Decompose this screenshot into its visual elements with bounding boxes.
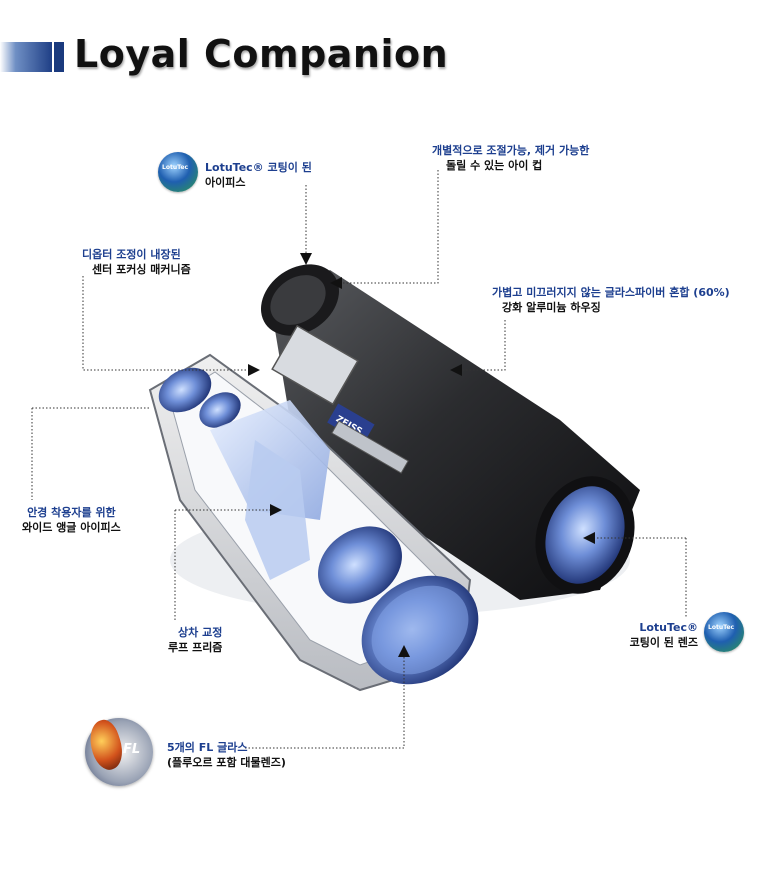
- fl-butterfly-icon: FL: [84, 716, 153, 786]
- lotutec-badge-icon: LotuTec: [704, 612, 744, 652]
- callout-fl-glass: 5개의 FL 글라스 (플루오르 포함 대물렌즈): [167, 740, 286, 770]
- callout-prism-desc: 루프 프리즘: [168, 641, 223, 654]
- callout-housing-desc: 강화 알루미늄 하우징: [502, 301, 601, 314]
- callout-housing-title: 가볍고 미끄러지지 않는 글라스파이버 혼합 (60%): [492, 286, 730, 299]
- callout-fl-desc: (플루오르 포함 대물렌즈): [167, 756, 286, 769]
- callout-eyepiece: LotuTec® 코팅이 된 아이피스: [205, 160, 312, 190]
- callout-fl-title: 5개의 FL 글라스: [167, 741, 248, 754]
- callout-eyecup: 개별적으로 조절가능, 제거 가능한 돌릴 수 있는 아이 컵: [432, 143, 589, 173]
- callout-prism-title: 상차 교정: [178, 626, 223, 639]
- focus-mechanism: [271, 324, 409, 474]
- callout-diopter-desc: 센터 포커싱 매커니즘: [92, 263, 191, 276]
- callout-diopter-title: 디옵터 조정이 내장된: [82, 248, 181, 261]
- callout-prism: 상차 교정 루프 프리즘: [168, 625, 222, 655]
- callout-glasses: 안경 착용자를 위한 와이드 앵글 아이피스: [22, 505, 121, 535]
- callout-glasses-title: 안경 착용자를 위한: [27, 506, 116, 519]
- page-title: Loyal Companion: [74, 32, 449, 76]
- fl-badge-text: FL: [123, 742, 141, 757]
- callout-glasses-desc: 와이드 앵글 아이피스: [22, 521, 121, 534]
- callout-eyecup-title: 개별적으로 조절가능, 제거 가능한: [432, 144, 590, 157]
- lotutec-badge-text: LotuTec: [708, 624, 735, 631]
- callout-lens: LotuTec® 코팅이 된 렌즈: [620, 620, 698, 650]
- header-gradient-bar: [0, 42, 52, 72]
- callout-diopter: 디옵터 조정이 내장된 센터 포커싱 매커니즘: [82, 247, 191, 277]
- left-barrel-cutaway: [148, 353, 479, 692]
- callout-lens-desc: 코팅이 된 렌즈: [629, 636, 698, 649]
- callout-eyepiece-desc: 아이피스: [205, 176, 246, 189]
- lotutec-badge-icon: LotuTec: [158, 152, 198, 192]
- lotutec-badge-text: LotuTec: [162, 164, 189, 171]
- leader-lines: [31, 170, 687, 749]
- right-barrel: ZEISS: [261, 264, 640, 600]
- callout-eyepiece-title: LotuTec® 코팅이 된: [205, 161, 312, 174]
- leader-arrowheads: [248, 253, 595, 657]
- header-accent-block: [54, 42, 64, 72]
- callout-eyecup-desc: 돌릴 수 있는 아이 컵: [446, 159, 543, 172]
- callout-housing: 가볍고 미끄러지지 않는 글라스파이버 혼합 (60%) 강화 알루미늄 하우징: [492, 285, 730, 315]
- callout-lens-title: LotuTec®: [639, 621, 698, 634]
